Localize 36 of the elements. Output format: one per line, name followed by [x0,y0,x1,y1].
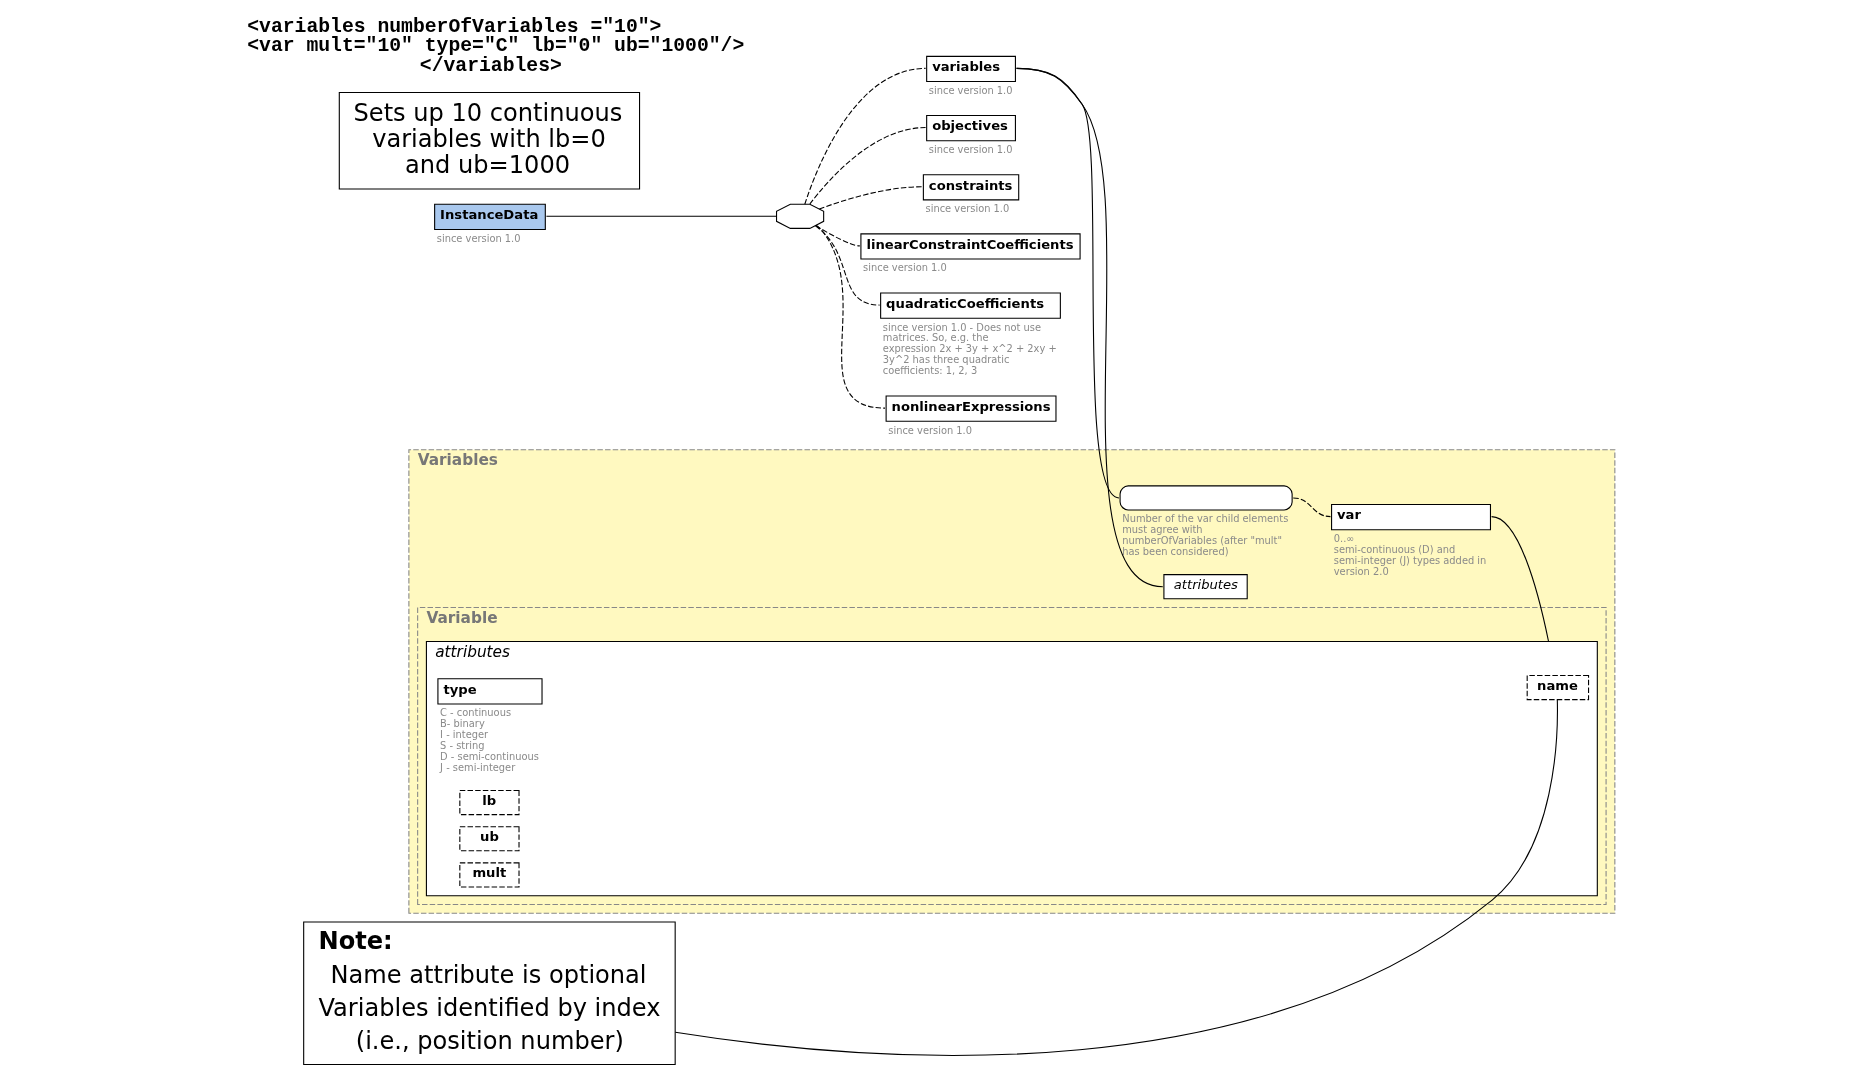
node-label: since version 1.0 [436,232,520,244]
node-box: name [1526,674,1589,701]
connector [818,186,923,210]
node-box: Note: Name attribute is optional Variables identified by index (i.e., position number) [302,921,676,1066]
connector [803,67,926,205]
connector [1015,67,1163,588]
node-label: since version 1.0 [925,203,1009,215]
node-label: since version 1.0 [862,262,947,274]
node-box: attributes [1162,574,1248,600]
node-label: S - string [439,740,484,752]
node-label: since version 1.0 [928,143,1013,155]
connector [1292,497,1331,518]
connector [1490,516,1549,643]
connector [545,215,777,217]
node-label: I - integer [439,729,488,741]
label: </variables> [419,55,562,78]
connector [815,224,886,409]
node-box: ub [458,826,520,852]
node-label: since version 1.0 [928,84,1013,96]
node-label: D - semi-continuous [439,751,539,763]
connector [814,225,880,306]
node-label: semi-continuous (D) and semi-integer (J) types added in version 2.0 [1333,543,1486,577]
node-box: Sets up 10 continuous variables with lb=0 and ub=1000 [338,91,640,190]
connector [674,699,1558,1056]
connector [808,127,926,205]
node-label: C - continuous [439,707,511,719]
node-label: Number of the var child elements must agree with numberOfVariables (after "mult" has been considered) [1121,513,1288,558]
node-label: since version 1.0 [887,424,972,436]
node-label: B- binary [439,718,485,730]
node-label: 0..∞ [1333,533,1355,545]
node-label: since version 1.0 - Does not use matrices. So, e.g. the expression 2x + 3y + x^2 + 2xy + 3y^2 has three quadratic coefficients: 1, 2, 3 [882,321,1057,377]
connector [1015,67,1120,499]
node-box: mult [458,862,520,888]
node-box: lb [458,790,520,816]
node-octagon [775,203,824,229]
node-label: J - semi-integer [439,762,515,774]
